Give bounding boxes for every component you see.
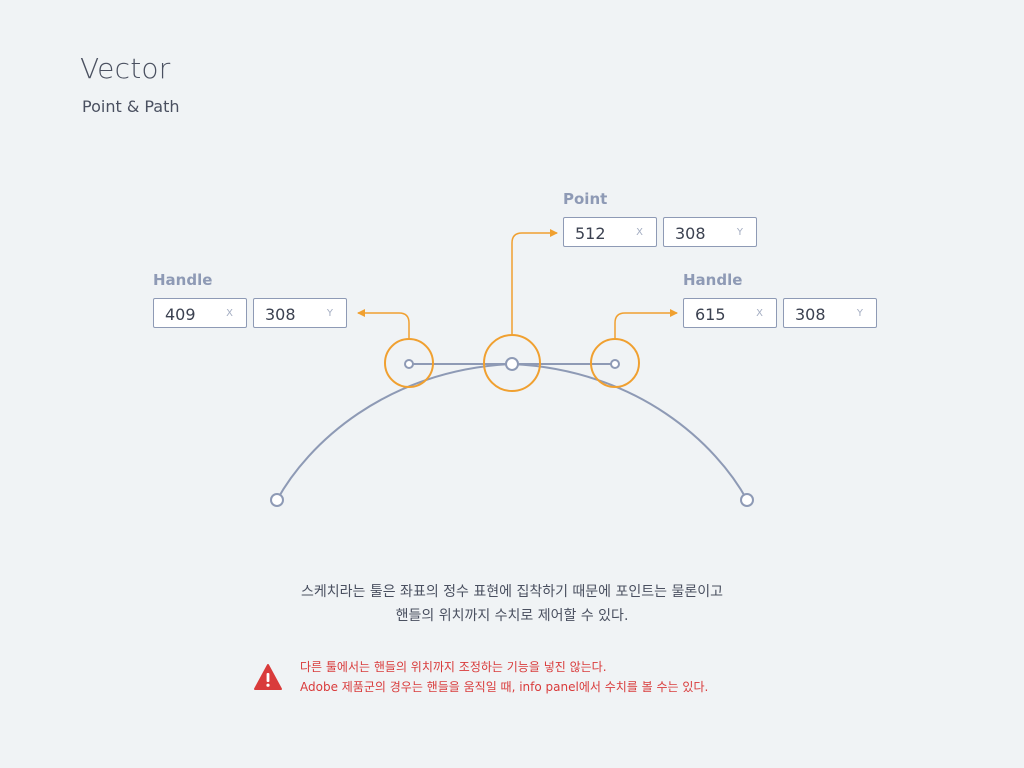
point-x-axis-label: X (636, 227, 643, 238)
page-subtitle: Point & Path (82, 97, 180, 116)
point-y-axis-label: Y (736, 227, 743, 238)
right-handle-x-field[interactable]: 615 X (683, 298, 777, 328)
right-handle-x-axis-label: X (756, 308, 763, 319)
right-handle-y-field[interactable]: 308 Y (783, 298, 877, 328)
page-title: Vector (80, 52, 171, 85)
left-handle-y-field[interactable]: 308 Y (253, 298, 347, 328)
description-line-2: 핸들의 위치까지 수치로 제어할 수 있다. (395, 608, 629, 624)
left-handle-y-value: 308 (265, 305, 296, 324)
right-handle-y-value: 308 (795, 305, 826, 324)
warning-icon (254, 664, 282, 690)
right-handle-highlight (590, 338, 640, 388)
right-handle-x-value: 615 (695, 305, 726, 324)
left-handle-node[interactable] (404, 359, 414, 369)
right-handle-node[interactable] (610, 359, 620, 369)
start-point-node[interactable] (270, 493, 284, 507)
warning-line-2: Adobe 제품군의 경우는 핸들을 움직일 때, info panel에서 수… (300, 680, 709, 694)
point-y-field[interactable]: 308 Y (663, 217, 757, 247)
left-handle-label: Handle (153, 271, 213, 289)
right-handle-label: Handle (683, 271, 743, 289)
point-node[interactable] (505, 357, 519, 371)
warning-line-1: 다른 툴에서는 핸들의 위치까지 조정하는 기능을 넣진 않는다. (300, 660, 607, 674)
warning-message: 다른 툴에서는 핸들의 위치까지 조정하는 기능을 넣진 않는다. Adobe … (300, 657, 708, 697)
bezier-path (276, 362, 748, 501)
description: 스케치라는 툴은 좌표의 정수 표현에 집착하기 때문에 포인트는 물론이고 핸… (0, 580, 1024, 628)
connector-center (511, 229, 558, 334)
right-handle-y-axis-label: Y (856, 308, 863, 319)
connector-right (614, 309, 678, 340)
point-highlight (483, 334, 541, 392)
description-line-1: 스케치라는 툴은 좌표의 정수 표현에 집착하기 때문에 포인트는 물론이고 (301, 584, 723, 600)
left-handle-x-value: 409 (165, 305, 196, 324)
point-label: Point (563, 190, 608, 208)
left-handle-highlight (384, 338, 434, 388)
left-handle-y-axis-label: Y (326, 308, 333, 319)
left-handle-x-axis-label: X (226, 308, 233, 319)
point-x-value: 512 (575, 224, 606, 243)
point-x-field[interactable]: 512 X (563, 217, 657, 247)
left-handle-x-field[interactable]: 409 X (153, 298, 247, 328)
end-point-node[interactable] (740, 493, 754, 507)
point-y-value: 308 (675, 224, 706, 243)
connector-left (357, 309, 410, 340)
